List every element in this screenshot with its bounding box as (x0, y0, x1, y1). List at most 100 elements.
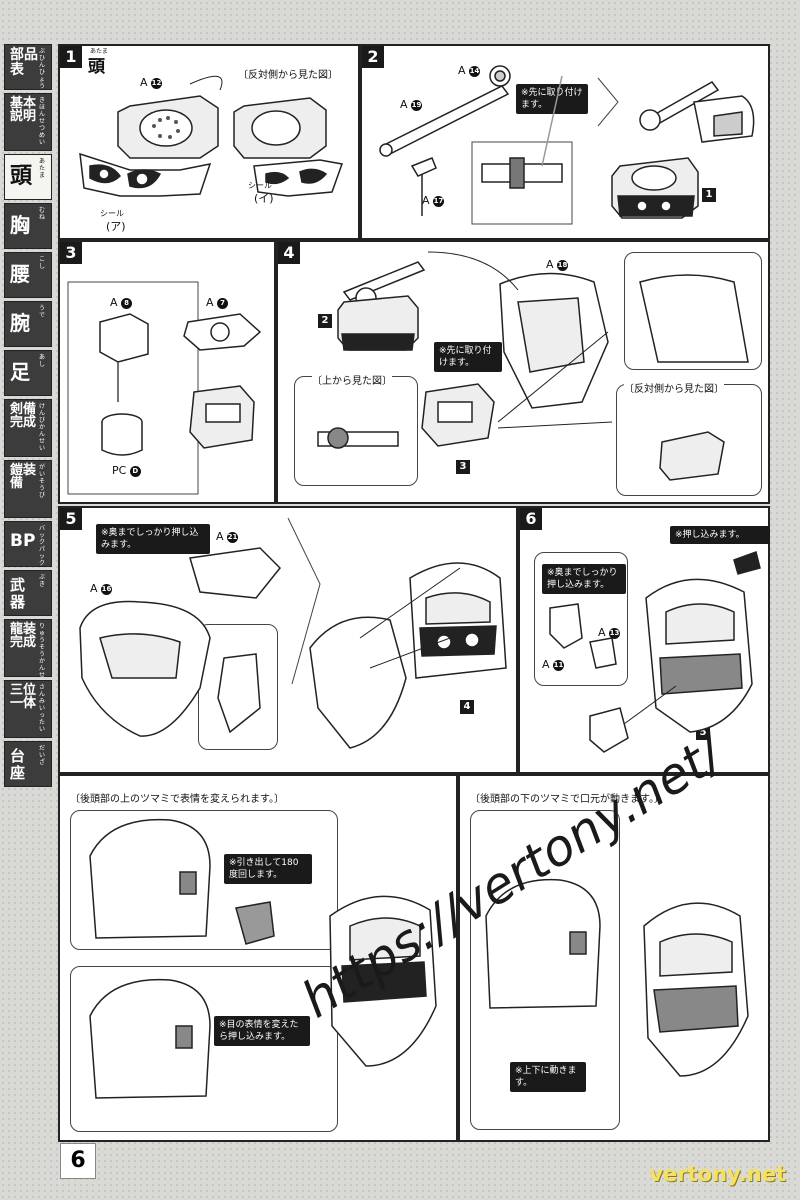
sidebar-item-basic-instructions[interactable]: 基本説明きほんせつめい (4, 93, 52, 151)
note-attach-first: ※先に取り付けます。 (516, 84, 588, 114)
sidebar-item-chest[interactable]: 胸むね (4, 203, 52, 249)
title-furigana: あたま (90, 48, 108, 55)
sidebar-nav: 部品表ぶひんひょう 基本説明きほんせつめい 頭あたま 胸むね 腰こし 腕うで 足… (4, 44, 54, 790)
head-core-illustration (317, 251, 749, 481)
sidebar-item-trinity[interactable]: 三位一体さんみいったい (4, 680, 52, 738)
sidebar-item-furigana: あし (39, 354, 46, 368)
sidebar-item-furigana: けんびかんせい (39, 403, 46, 452)
sidebar-item-label: 足 (10, 360, 30, 384)
face-armor-illustration (79, 517, 507, 749)
step-number: 4 (278, 242, 300, 264)
sidebar-item-label: 頭 (10, 164, 33, 189)
step-number: 2 (362, 46, 384, 68)
sidebar-item-label: 腕 (10, 311, 30, 335)
note-push-deep: ※奥までしっかり押し込みます。 (542, 564, 626, 594)
note-push-in: ※押し込みます。 (670, 526, 770, 544)
mouth-gimmick-panel: 〔後頭部の下のツマミで口元が動きます。〕 ※上下に動きます。 (458, 774, 770, 1142)
sidebar-item-dragon-complete[interactable]: 龍装完成りゅうそうかんせい (4, 619, 52, 686)
sidebar-item-furigana: むね (39, 207, 46, 221)
part-label-a14: A 14 (458, 64, 481, 77)
step-4-panel: 4 A 18 2 3 ※先に取り付けます。 〔上から見た図〕 〔反対側から見た図… (276, 240, 770, 504)
part-label-a7: A 7 (206, 296, 229, 309)
gear-assembly-illustration (379, 65, 755, 225)
sidebar-item-furigana: りゅうそうかんせい (39, 623, 46, 686)
sidebar-item-armor-equip[interactable]: 鎧装備がいそうび (4, 460, 52, 518)
sidebar-item-label: 台座 (10, 747, 26, 782)
sidebar-item-label: 龍装完成 (10, 622, 37, 650)
part-label-a21: A 21 (216, 530, 239, 543)
note-change-expression: ※目の表情を変えたら押し込みます。 (214, 1016, 310, 1046)
top-view-box (294, 376, 418, 486)
seal-label: シール (248, 181, 272, 190)
sidebar-item-furigana: がいそうび (39, 464, 46, 499)
sidebar-item-label: 三位一体 (10, 683, 37, 711)
part-label-a17: A 17 (422, 194, 445, 207)
sidebar-item-leg[interactable]: 足あし (4, 350, 52, 396)
part-label-pc-d: PC D (112, 464, 141, 477)
sidebar-item-label: 剣備完成 (10, 402, 37, 430)
note-move-up-down: ※上下に動きます。 (510, 1062, 586, 1092)
part-label-a11: A 11 (542, 658, 565, 671)
step-number: 3 (60, 242, 82, 264)
part-label-a19: A 19 (400, 98, 423, 111)
sidebar-item-label: 基本説明 (10, 96, 37, 124)
page-number: 6 (60, 1143, 96, 1179)
ref-step-4: 4 (460, 700, 474, 714)
sidebar-item-label: 胸 (10, 213, 30, 237)
step-2-panel: 2 A 14 A 19 A 17 ※先に取り付けます。 1 (360, 44, 770, 240)
part-label-a16: A 16 (90, 582, 113, 595)
section-heading: 〔後頭部の下のツマミで口元が動きます。〕 (470, 794, 664, 805)
sidebar-item-arm[interactable]: 腕うで (4, 301, 52, 347)
chest-joint-illustration (67, 281, 262, 495)
view-label-opposite: 〔反対側から見た図〕 (238, 66, 338, 81)
view-label-top: 〔上から見た図〕 (312, 372, 392, 387)
sidebar-item-furigana: だいざ (39, 745, 46, 766)
note-pull-rotate: ※引き出して180度回します。 (224, 854, 312, 884)
step-3-panel: 3 A 8 A 7 PC D (58, 240, 276, 504)
sidebar-item-sword-complete[interactable]: 剣備完成けんびかんせい (4, 399, 52, 457)
step-number: 1 (60, 46, 82, 68)
expression-change-illustration (89, 818, 437, 1099)
part-label-a13: A 13 (598, 626, 621, 639)
seal-a-label: (ア) (106, 220, 126, 233)
section-heading: 〔後頭部の上のツマミで表情を変えられます。〕 (70, 794, 284, 805)
head-assembly-illustration (79, 75, 344, 197)
note-attach-first: ※先に取り付けます。 (434, 342, 502, 372)
watermark-corner: vertony.net (649, 1162, 786, 1186)
seal-i-label: (イ) (254, 192, 274, 205)
sidebar-item-furigana: さんみいったい (39, 684, 46, 733)
step-6-panel: 6 ※押し込みます。 ※奥までしっかり押し込みます。 A 13 A 11 5 (518, 506, 770, 774)
sidebar-item-furigana: バックパック (39, 525, 46, 567)
mouth-part-illustration (549, 551, 761, 753)
sidebar-item-furigana: こし (39, 256, 46, 270)
step-number: 6 (520, 508, 542, 530)
sidebar-item-furigana: うで (39, 305, 46, 319)
ref-step-1: 1 (702, 188, 716, 202)
view-label-opposite: 〔反対側から見た図〕 (624, 380, 724, 395)
sidebar-item-label: BP (10, 531, 36, 551)
sidebar-item-label: 鎧装備 (10, 463, 37, 491)
step-title: 頭 (88, 57, 105, 77)
part-label-a8: A 8 (110, 296, 133, 309)
ref-step-3: 3 (456, 460, 470, 474)
ref-step-2: 2 (318, 314, 332, 328)
sidebar-item-furigana: ぶひんひょう (39, 48, 46, 90)
sidebar-item-head[interactable]: 頭あたま (4, 154, 52, 200)
seal-label: シール (100, 209, 124, 218)
sidebar-item-parts-list[interactable]: 部品表ぶひんひょう (4, 44, 52, 90)
sidebar-item-base[interactable]: 台座 だいざ (4, 741, 52, 787)
mouth-move-illustration (485, 878, 749, 1077)
sidebar-item-furigana: あたま (39, 158, 46, 179)
sidebar-item-label: 武器 (10, 576, 26, 611)
sidebar-item-label: 部品表 (10, 47, 38, 78)
sidebar-item-furigana: ぶき (39, 574, 46, 588)
sidebar-item-waist[interactable]: 腰こし (4, 252, 52, 298)
expression-gimmick-panel: 〔後頭部の上のツマミで表情を変えられます。〕 ※引き出して180度回します。 ※… (58, 774, 458, 1142)
step-number: 5 (60, 508, 82, 530)
step-5-panel: 5 ※奥までしっかり押し込みます。 A 21 A 16 4 (58, 506, 518, 774)
part-label-a12: A 12 (140, 76, 163, 89)
sidebar-item-label: 腰 (10, 262, 30, 286)
part-label-a18: A 18 (546, 258, 569, 271)
sidebar-item-weapons[interactable]: 武器ぶき (4, 570, 52, 616)
